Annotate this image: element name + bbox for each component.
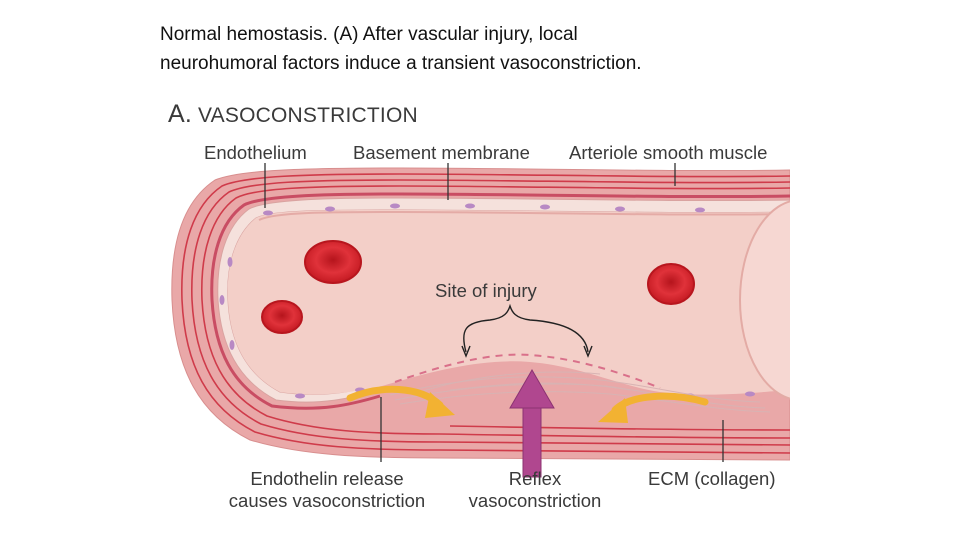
label-endothelium: Endothelium [204,142,307,163]
red-blood-cells [261,240,695,334]
injury-arrow-right [583,345,593,358]
panel-letter: A. [168,100,193,128]
label-endothelin-release: Endothelin release causes vasoconstricti… [212,468,442,512]
panel-title: A.VASOCONSTRICTION [168,100,418,129]
label-basement-membrane: Basement membrane [353,142,530,163]
injury-dashed-endothelium [394,353,661,389]
panel-title-text: VASOCONSTRICTION [198,104,418,127]
basement-membrane [210,192,790,410]
figure-caption: Normal hemostasis. (A) After vascular in… [160,20,880,78]
label-reflex-vasoconstriction: Reflex vasoconstriction [455,468,615,512]
label-endothelin-line-1: Endothelin release [250,468,404,489]
reflex-arrow [509,369,555,478]
label-arteriole-smooth-muscle: Arteriole smooth muscle [569,142,768,163]
endothelial-nuclei [219,203,755,399]
label-site-of-injury: Site of injury [435,280,537,301]
label-reflex-line-2: vasoconstriction [468,490,602,511]
label-ecm-collagen: ECM (collagen) [648,468,776,489]
smooth-muscle-stripes [181,173,790,454]
caption-line-2: neurohumoral factors induce a transient … [160,53,642,74]
label-reflex-line-1: Reflex [508,468,562,489]
injury-arrow-left [461,345,471,358]
injury-brace [463,303,589,353]
endothelin-arrows [346,385,709,423]
label-endothelin-line-2: causes vasoconstriction [228,490,426,511]
leader-lines [264,163,724,462]
caption-line-1: Normal hemostasis. (A) After vascular in… [160,24,578,45]
vessel-lumen [227,210,790,395]
vessel-opening [739,200,790,400]
vessel [171,167,790,461]
